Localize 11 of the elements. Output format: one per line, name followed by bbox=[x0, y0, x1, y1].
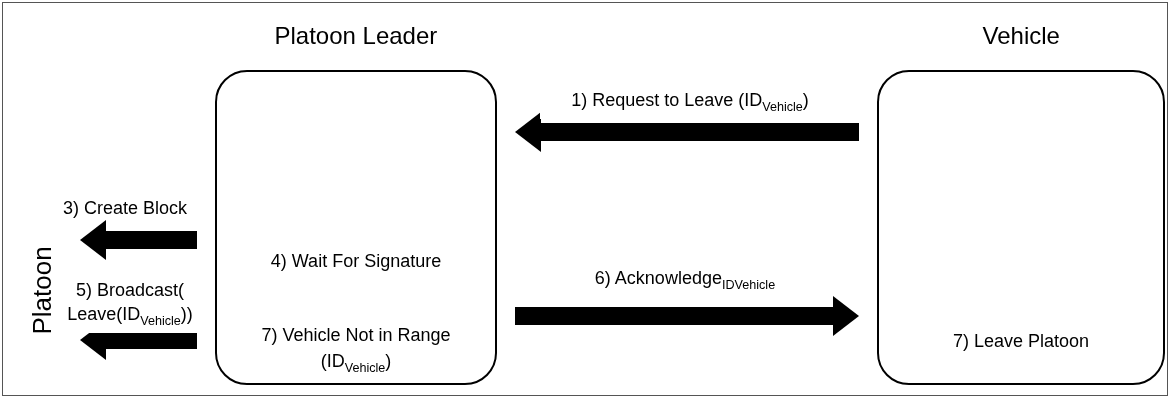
rounded-box bbox=[215, 70, 497, 385]
box-text: 4) Wait For Signature bbox=[269, 250, 443, 273]
rounded-box bbox=[877, 70, 1165, 385]
rotated-label: Platoon bbox=[26, 245, 58, 335]
arrow bbox=[80, 220, 197, 260]
box-text: 7) Leave Platoon bbox=[951, 330, 1091, 353]
box-text: 7) Vehicle Not in Range (ID$_{Vehicle}$) bbox=[260, 324, 452, 377]
arrow bbox=[515, 112, 859, 152]
arrow bbox=[515, 296, 859, 336]
box-heading: Vehicle bbox=[982, 22, 1060, 50]
box-heading: Platoon Leader bbox=[274, 22, 438, 50]
